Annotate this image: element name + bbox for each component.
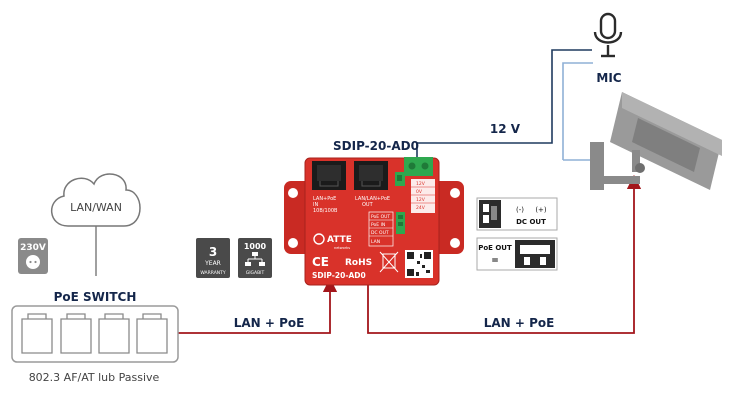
poe-switch — [11, 305, 179, 363]
switch-port-3 — [98, 313, 130, 354]
warranty-number: 3 — [209, 245, 217, 259]
port-in-sub1: IN — [313, 202, 318, 208]
switch-port-1 — [21, 313, 53, 354]
terminal-row-1: 12V — [416, 181, 426, 187]
jumper-block — [396, 212, 405, 234]
port-out-sub: OUT — [362, 202, 374, 208]
microphone-icon — [593, 12, 623, 58]
terminal-block — [395, 157, 433, 186]
port-out-label: LAN/LAN+PoE — [355, 196, 390, 202]
port-in-sub2: 10B/100B — [313, 208, 338, 214]
dc-out-neg: (-) — [516, 206, 524, 214]
cloud-icon — [50, 173, 141, 227]
rohs-mark: RoHS — [345, 258, 372, 268]
lower-row-4: LAN — [371, 239, 380, 245]
dc-out-pos: (+) — [535, 206, 547, 214]
rj45-port-out — [354, 161, 388, 190]
gigabit-caption: GIGABIT — [246, 270, 265, 276]
atte-logo-icon — [313, 233, 325, 245]
dc-out-label: DC OUT — [516, 218, 546, 226]
weee-bin-icon — [379, 251, 399, 273]
port-in-label: LAN+PoE — [313, 196, 336, 202]
cloud-label: LAN/WAN — [70, 201, 122, 214]
switch-label: PoE SWITCH — [54, 290, 137, 304]
terminal-row-3: 12V — [416, 197, 426, 203]
camera-icon — [590, 92, 722, 190]
switch-port-2 — [60, 313, 92, 354]
network-icon — [245, 252, 265, 266]
ce-mark: CE — [312, 255, 329, 269]
lower-row-3: DC OUT — [371, 230, 389, 236]
gigabit-number: 1000 — [244, 242, 267, 251]
mic-label: MIC — [596, 71, 621, 85]
gigabit-badge — [238, 238, 272, 278]
terminal-row-2: 0V — [416, 189, 423, 195]
brand-sub: networks — [334, 246, 350, 250]
warranty-unit: YEAR — [204, 260, 221, 267]
camera-power-wire — [562, 62, 593, 160]
warranty-badge — [196, 238, 230, 278]
switch-port-4 — [136, 313, 168, 354]
lower-row-2: PoE IN — [371, 222, 385, 228]
standard-label: 802.3 AF/AT lub Passive — [29, 371, 160, 384]
mic-wire — [416, 49, 592, 158]
poe-out-legend — [476, 237, 558, 271]
warranty-caption: WARRANTY — [200, 270, 226, 276]
socket-voltage-label: 230V — [20, 243, 46, 253]
poe-out-label: PoE OUT — [478, 244, 512, 252]
poe-out-eq: = — [491, 256, 499, 266]
lan-poe-label-left: LAN + PoE — [234, 316, 305, 330]
lan-poe-label-right: LAN + PoE — [484, 316, 555, 330]
brand-logo: ATTE — [327, 235, 352, 245]
lan-poe-wire-left — [178, 277, 338, 334]
device-model-title: SDIP-20-AD0 — [333, 139, 419, 153]
terminal-row-4: 24V — [416, 205, 426, 211]
device-board — [284, 157, 464, 286]
power-socket-icon — [18, 238, 48, 274]
rj45-port-in — [312, 161, 346, 190]
voltage-label: 12 V — [490, 122, 521, 136]
dc-out-legend — [476, 197, 558, 231]
lan-poe-wire-right — [367, 174, 642, 334]
board-model-print: SDIP-20-AD0 — [312, 271, 366, 280]
lower-row-1: PoE OUT — [371, 214, 390, 220]
qr-code — [405, 250, 433, 278]
